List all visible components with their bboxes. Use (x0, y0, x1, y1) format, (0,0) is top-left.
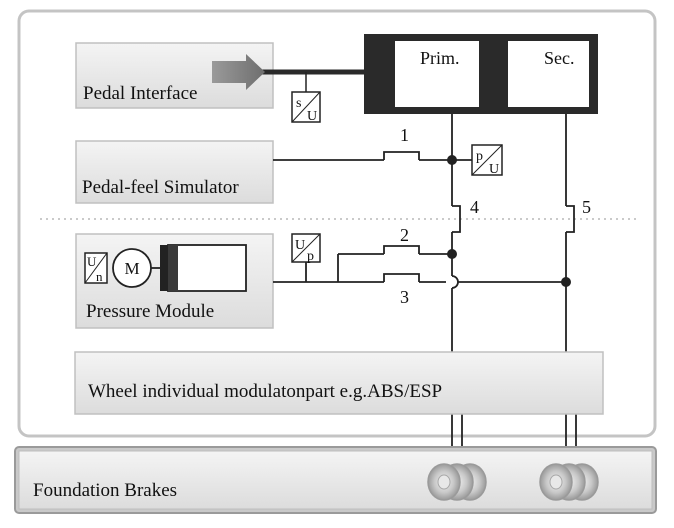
foundation-brakes-block: Foundation Brakes (14, 446, 657, 514)
svg-text:M: M (124, 259, 139, 278)
motor-icon: M (112, 248, 161, 288)
valve-4 (452, 205, 461, 233)
valve-3 (383, 273, 420, 282)
brake-disc-secondary-icon (539, 463, 599, 501)
primary-pressure-sensor-icon: p U (471, 144, 503, 177)
valve-5-label: 5 (582, 197, 591, 217)
pedal-travel-sensor-icon: s U (291, 91, 321, 124)
hydraulic-lines (273, 114, 577, 452)
svg-text:U: U (87, 254, 97, 269)
motor-sensor-icon: U n (84, 252, 108, 284)
valve-2-label: 2 (400, 225, 409, 245)
svg-text:U: U (295, 238, 305, 253)
system-frame (17, 9, 657, 438)
pressure-module-label: Pressure Module (86, 301, 214, 322)
pressure-module-sensor-icon: U p (291, 233, 321, 264)
secondary-chamber-label: Sec. (544, 48, 575, 68)
valve-4-label: 4 (470, 197, 479, 217)
wheel-modulation-label: Wheel individual modulatonpart e.g.ABS/E… (88, 381, 442, 402)
pedal-arrow-icon (212, 54, 265, 90)
master-cylinder: Prim. Sec. (364, 34, 598, 114)
pedal-interface-label: Pedal Interface (83, 83, 197, 104)
pedal-feel-simulator-block: Pedal-feel Simulator (75, 140, 274, 204)
svg-text:p: p (476, 149, 483, 164)
svg-text:s: s (296, 96, 301, 111)
valve-2 (383, 245, 420, 254)
valve-1 (383, 151, 420, 160)
valve-1-label: 1 (400, 125, 409, 145)
foundation-brakes-label: Foundation Brakes (33, 480, 177, 501)
valve-3-label: 3 (400, 287, 409, 307)
wheel-modulation-block: Wheel individual modulatonpart e.g.ABS/E… (74, 351, 604, 415)
brake-disc-primary-icon (427, 463, 487, 501)
pedal-feel-simulator-label: Pedal-feel Simulator (82, 177, 239, 198)
primary-chamber-label: Prim. (420, 48, 460, 68)
valve-5 (566, 205, 575, 233)
svg-text:n: n (96, 269, 103, 284)
pressure-module-block: Pressure Module U n M (75, 233, 274, 329)
junction-dots (447, 155, 571, 287)
svg-text:U: U (489, 162, 499, 177)
plunger-cylinder-icon (160, 244, 247, 292)
svg-text:U: U (307, 109, 317, 124)
svg-text:p: p (307, 249, 314, 264)
